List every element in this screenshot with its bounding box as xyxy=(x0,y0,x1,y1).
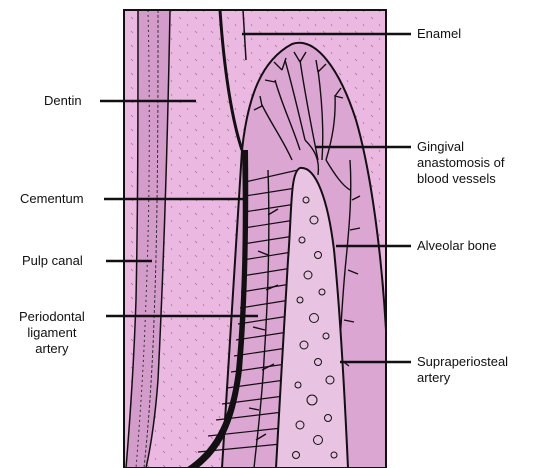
label-enamel: Enamel xyxy=(417,26,461,42)
label-gingival-anastomosis: Gingival anastomosis of blood vessels xyxy=(417,139,504,187)
label-pulp-canal: Pulp canal xyxy=(22,253,83,269)
label-cementum: Cementum xyxy=(20,191,84,207)
label-alveolar-bone: Alveolar bone xyxy=(417,238,497,254)
label-dentin: Dentin xyxy=(44,93,82,109)
label-supraperiosteal-artery: Supraperiosteal artery xyxy=(417,354,508,386)
label-periodontal-ligament-artery: Periodontal ligament artery xyxy=(19,309,85,357)
